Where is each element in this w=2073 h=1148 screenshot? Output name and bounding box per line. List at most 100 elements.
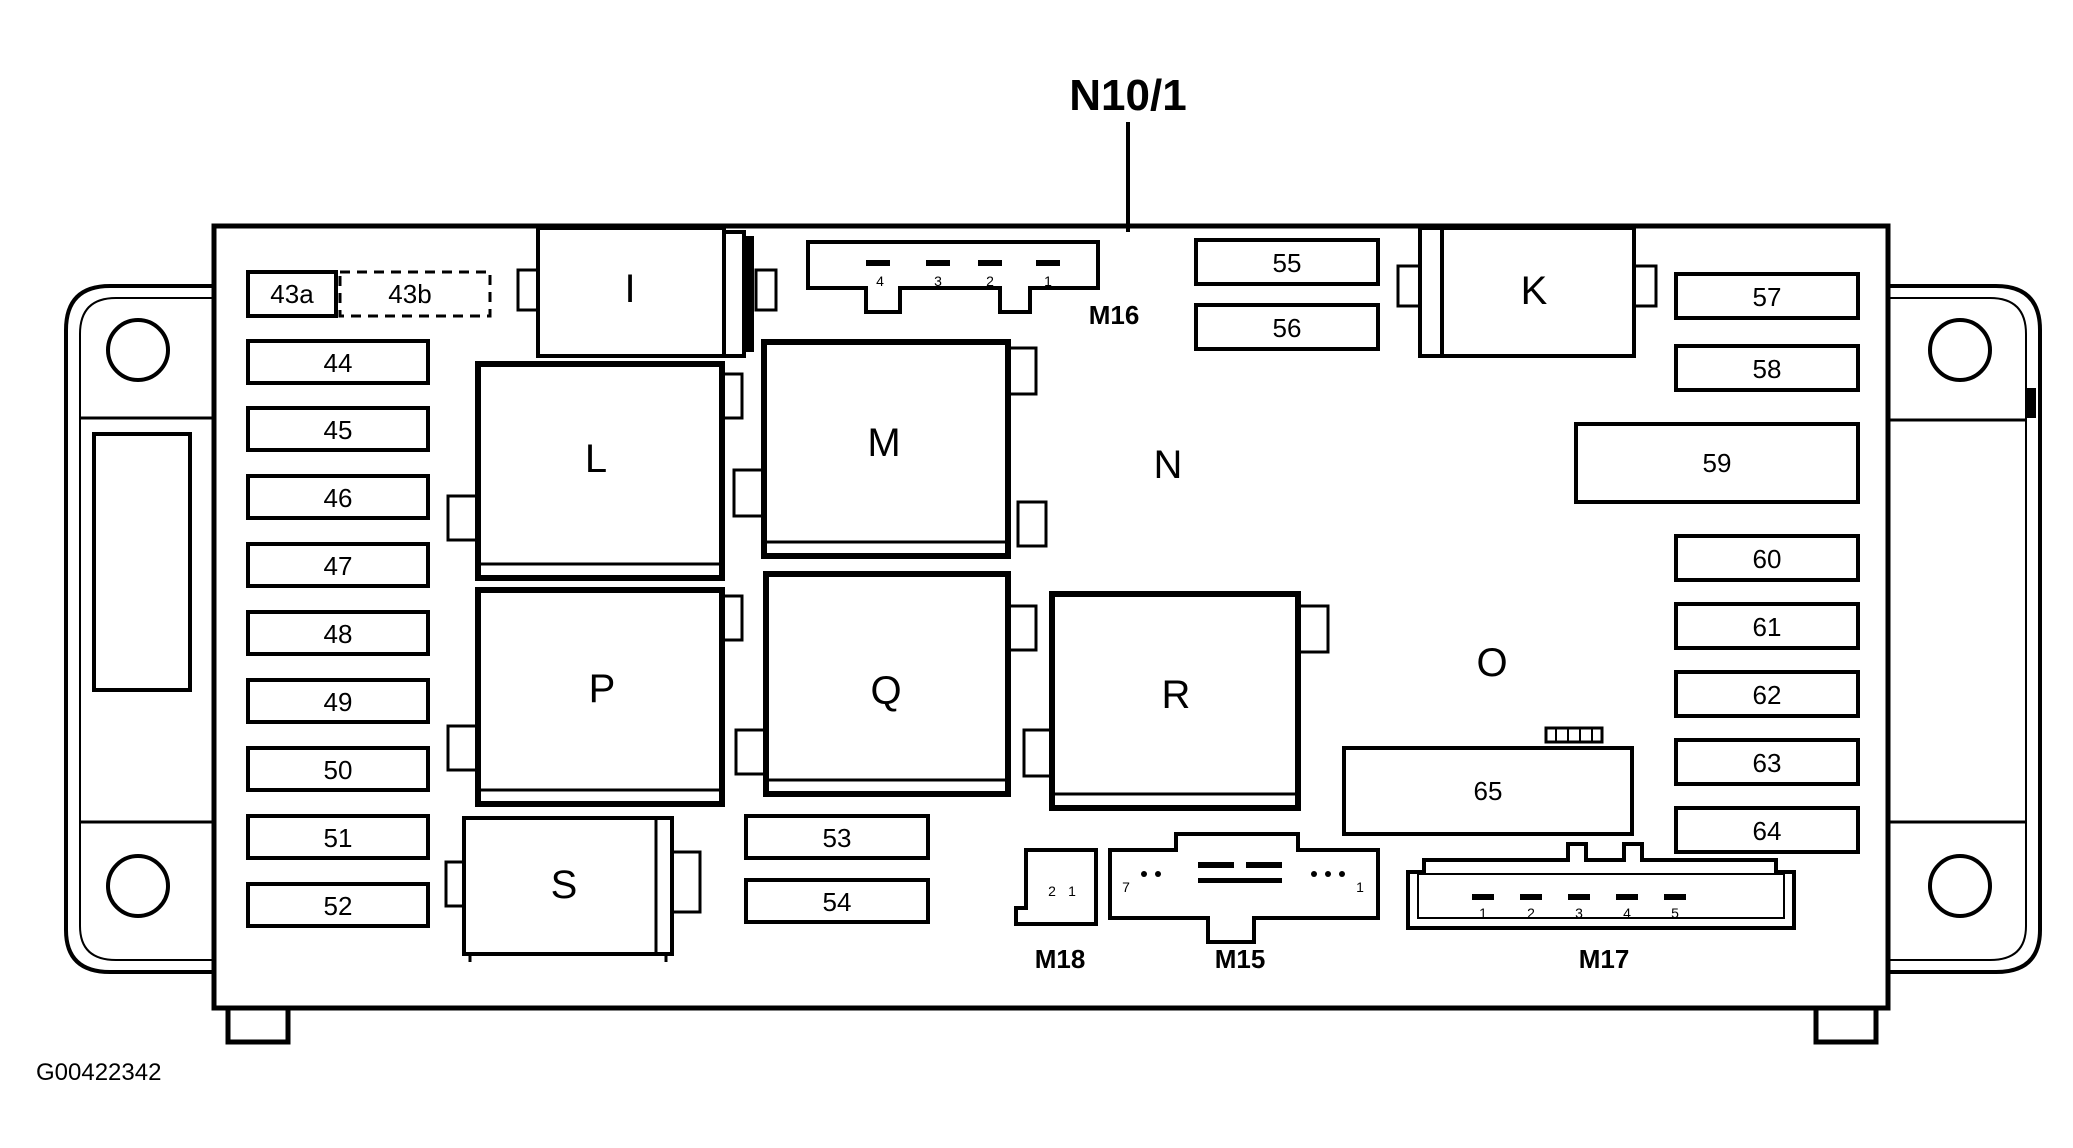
fuse-label: 50 <box>324 755 353 785</box>
fuse-48: 48 <box>246 610 430 656</box>
fuse-label: 49 <box>324 687 353 717</box>
fuse-label: 54 <box>823 887 852 917</box>
fuse-label: 59 <box>1703 448 1732 478</box>
fuse-label: 53 <box>823 823 852 853</box>
relay-q: Q <box>734 571 1038 797</box>
fuse-53: 53 <box>744 814 930 860</box>
pin-label: 1 <box>1044 273 1052 289</box>
relay-p: P <box>446 587 744 807</box>
relay-s: S <box>444 816 702 962</box>
fuse-47: 47 <box>246 542 430 588</box>
side-slot <box>92 432 192 692</box>
relay-k: K <box>1396 226 1658 358</box>
mounting-ear-right <box>1888 284 2042 974</box>
fuse-label: 58 <box>1753 354 1782 384</box>
pin-label: 1 <box>1356 879 1364 895</box>
fuse-56: 56 <box>1194 303 1380 351</box>
figure-id: G00422342 <box>36 1059 161 1086</box>
fuse-60: 60 <box>1674 534 1860 582</box>
fuse-50: 50 <box>246 746 430 792</box>
fuse-label: 43a <box>270 279 314 309</box>
connector-label: M16 <box>1089 300 1140 330</box>
relay-l: L <box>446 361 744 581</box>
fuse-label: 45 <box>324 415 353 445</box>
connector-m15: 7 1 M15 <box>1108 832 1380 974</box>
fuse-49: 49 <box>246 678 430 724</box>
fuse-44: 44 <box>246 339 430 385</box>
diagram-title: N10/1 <box>1069 71 1186 120</box>
relay-label: K <box>1521 269 1548 313</box>
fuse-62: 62 <box>1674 670 1860 718</box>
pin-label: 1 <box>1068 883 1076 899</box>
fuse-label: 47 <box>324 551 353 581</box>
fuse-label: 57 <box>1753 282 1782 312</box>
pin-label: 4 <box>876 273 884 289</box>
fuse-label: 65 <box>1474 776 1503 806</box>
fuse-label: 62 <box>1753 680 1782 710</box>
relay-r: R <box>1022 591 1330 811</box>
relay-label: Q <box>870 669 901 713</box>
connector-m17: 1 2 3 4 5 M17 <box>1406 842 1796 974</box>
foot-right <box>1813 1005 1879 1045</box>
connector-label: M15 <box>1215 944 1266 974</box>
relay-label: L <box>585 437 607 481</box>
mounting-hole-bottom-right <box>1928 854 1992 918</box>
fuse-43a: 43a <box>246 270 338 318</box>
fuse-52: 52 <box>246 882 430 928</box>
pin-label: 1 <box>1479 905 1487 921</box>
connector-m18: 2 1 M18 <box>1014 848 1098 974</box>
relay-label: R <box>1162 673 1191 717</box>
mounting-hole-top-left <box>106 318 170 382</box>
relay-label: I <box>624 267 635 311</box>
fuse-45: 45 <box>246 406 430 452</box>
relay-label: P <box>589 667 616 711</box>
fuse-label: 64 <box>1753 816 1782 846</box>
mounting-hole-bottom-left <box>106 854 170 918</box>
fuse-label: 43b <box>388 279 431 309</box>
fuse-box-housing <box>211 223 1891 1011</box>
mounting-ear-left <box>64 284 214 974</box>
fuse-57: 57 <box>1674 272 1860 320</box>
relay-label: S <box>551 863 578 907</box>
pin-label: 3 <box>934 273 942 289</box>
fuse-51: 51 <box>246 814 430 860</box>
connector-m16: 4 3 2 1 M16 <box>806 240 1140 330</box>
fuse-61: 61 <box>1674 602 1860 650</box>
pin-label: 4 <box>1623 905 1631 921</box>
fuse-58: 58 <box>1674 344 1860 392</box>
pin-label: 2 <box>986 273 994 289</box>
pin-label: 3 <box>1575 905 1583 921</box>
area-label-o: O <box>1476 641 1507 685</box>
area-label-n: N <box>1154 443 1183 487</box>
fuse-label: 44 <box>324 348 353 378</box>
pin-label: 2 <box>1048 883 1056 899</box>
fuse-63: 63 <box>1674 738 1860 786</box>
fuse-43b: 43b <box>338 270 492 318</box>
pin-label: 5 <box>1671 905 1679 921</box>
fuse-55: 55 <box>1194 238 1380 286</box>
fuse-46: 46 <box>246 474 430 520</box>
fuse-64: 64 <box>1674 806 1860 854</box>
fuse-54: 54 <box>744 878 930 924</box>
fuse-label: 55 <box>1273 248 1302 278</box>
pin-label: 2 <box>1527 905 1535 921</box>
fuse-59: 59 <box>1574 422 1860 504</box>
fuse-label: 46 <box>324 483 353 513</box>
fuse-label: 48 <box>324 619 353 649</box>
relay-m: M <box>732 339 1048 559</box>
fuse-label: 63 <box>1753 748 1782 778</box>
connector-label: M17 <box>1579 944 1630 974</box>
fuse-label: 52 <box>324 891 353 921</box>
relay-i: I <box>516 226 778 358</box>
fuse-label: 51 <box>324 823 353 853</box>
fuse-label: 56 <box>1273 313 1302 343</box>
connector-label: M18 <box>1035 944 1086 974</box>
fuse-label: 60 <box>1753 544 1782 574</box>
fuse-65: 65 <box>1342 726 1634 836</box>
foot-left <box>225 1005 291 1045</box>
relay-label: M <box>867 421 900 465</box>
fuse-label: 61 <box>1753 612 1782 642</box>
mounting-hole-top-right <box>1928 318 1992 382</box>
pin-label: 7 <box>1122 879 1130 895</box>
